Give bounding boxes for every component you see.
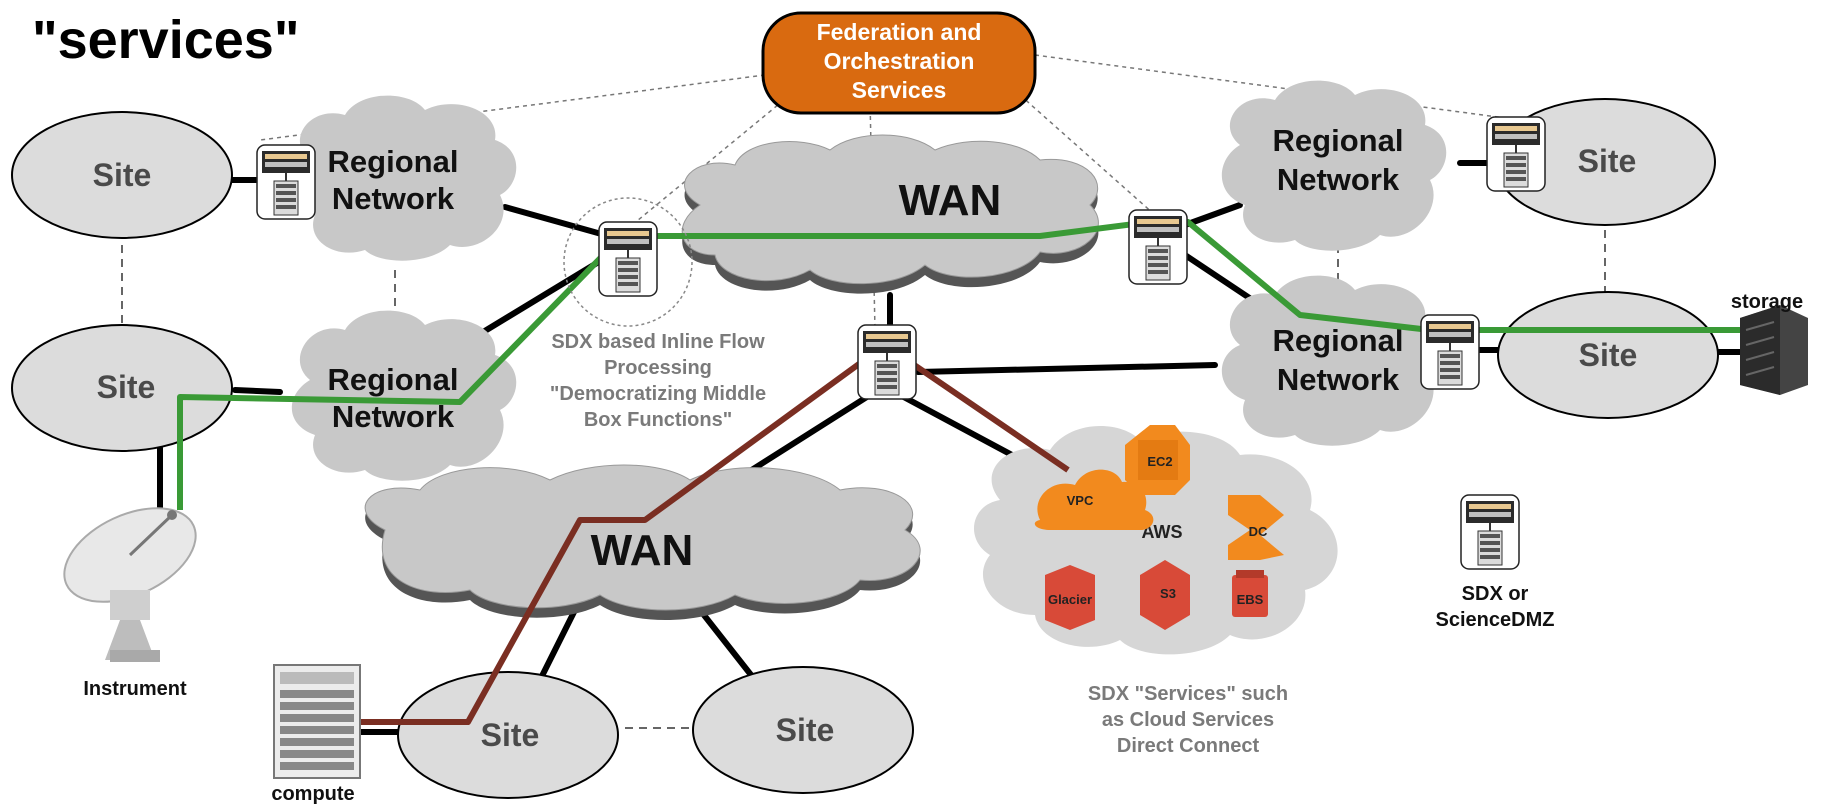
site-bottom-1: Site [397, 671, 619, 799]
svg-text:EC2: EC2 [1147, 454, 1172, 469]
page-title: "services" [32, 10, 299, 70]
site-bottom-2: Site [692, 666, 914, 794]
svg-text:SDX "Services" such: SDX "Services" such [1088, 683, 1288, 705]
svg-text:ScienceDMZ: ScienceDMZ [1436, 609, 1555, 631]
regional-cloud-tl [291, 95, 517, 261]
sdx-services-caption: SDX "Services" such as Cloud Services Di… [1088, 683, 1288, 757]
svg-text:Site: Site [776, 712, 835, 748]
svg-text:Orchestration: Orchestration [824, 48, 975, 74]
sdx-legend-icon [1460, 494, 1520, 570]
satellite-dish-icon [63, 507, 197, 662]
svg-text:Glacier: Glacier [1048, 592, 1092, 607]
svg-text:Regional: Regional [1273, 123, 1404, 158]
regional-network-mr-label: Regional Network [1273, 323, 1404, 397]
svg-text:EBS: EBS [1237, 592, 1264, 607]
svg-text:Regional: Regional [328, 362, 459, 397]
svg-text:Network: Network [332, 399, 455, 434]
svg-text:Site: Site [1579, 337, 1638, 373]
regional-network-ml-label: Regional Network [328, 362, 459, 434]
sdx-device [857, 324, 917, 400]
svg-text:Federation and: Federation and [817, 19, 982, 45]
svg-text:Site: Site [1578, 143, 1637, 179]
dashed-links [121, 230, 1606, 729]
vpc-icon: VPC [1034, 469, 1154, 530]
sdx-device [1128, 209, 1188, 285]
sdx-legend-caption: SDX or ScienceDMZ [1436, 583, 1555, 631]
svg-text:VPC: VPC [1067, 493, 1094, 508]
ebs-icon: EBS [1232, 570, 1268, 617]
svg-text:SDX or: SDX or [1462, 583, 1529, 605]
regional-network-tl-label: Regional Network [328, 144, 459, 216]
svg-text:DC: DC [1249, 524, 1268, 539]
svg-text:Direct Connect: Direct Connect [1117, 735, 1260, 757]
aws-services: AWS VPC EC2 DC Glacier S3 EBS [1034, 425, 1284, 630]
physical-links [157, 160, 1743, 735]
sdx-device [1420, 314, 1480, 390]
wan-bottom-label: WAN [591, 526, 694, 575]
svg-text:Regional: Regional [1273, 323, 1404, 358]
wan-cloud-bottom [364, 464, 921, 620]
federation-orchestration-box: Federation and Orchestration Services [761, 11, 1037, 115]
svg-text:Site: Site [93, 157, 152, 193]
regional-cloud-mr [1221, 275, 1447, 446]
sdx-device [598, 221, 658, 297]
site-mid-right: Site [1497, 291, 1719, 419]
glacier-icon: Glacier [1045, 565, 1095, 630]
svg-text:Processing: Processing [604, 357, 712, 379]
svg-text:Network: Network [1277, 162, 1400, 197]
svg-text:"Democratizing Middle: "Democratizing Middle [550, 383, 766, 405]
wan-top-label: WAN [899, 176, 1002, 225]
svg-text:as Cloud Services: as Cloud Services [1102, 709, 1274, 731]
instrument-label: Instrument [83, 678, 187, 700]
s3-icon: S3 [1140, 560, 1190, 630]
regional-network-tr-label: Regional Network [1273, 123, 1404, 197]
svg-text:Site: Site [97, 369, 156, 405]
svg-text:Services: Services [852, 77, 947, 103]
compute-label: compute [271, 783, 354, 804]
sdx-inline-caption: SDX based Inline Flow Processing "Democr… [550, 331, 766, 431]
regional-cloud-ml [291, 310, 517, 481]
dc-icon: DC [1228, 495, 1284, 560]
ec2-icon: EC2 [1125, 425, 1190, 495]
svg-text:Regional: Regional [328, 144, 459, 179]
sdx-device [256, 144, 316, 220]
svg-text:Network: Network [332, 181, 455, 216]
storage-label: storage [1731, 291, 1803, 313]
site-top-left: Site [11, 111, 233, 239]
svg-text:Network: Network [1277, 362, 1400, 397]
compute-server-icon [273, 664, 361, 779]
svg-text:SDX based Inline Flow: SDX based Inline Flow [551, 331, 765, 353]
regional-cloud-tr [1221, 80, 1447, 251]
svg-text:Box Functions": Box Functions" [584, 409, 732, 431]
site-mid-left: Site [11, 324, 233, 452]
wan-cloud-top [681, 134, 1099, 294]
sdx-device [1486, 116, 1546, 192]
aws-label: AWS [1141, 522, 1182, 542]
storage-rack-icon [1740, 305, 1808, 395]
svg-text:Site: Site [481, 717, 540, 753]
inline-flow-highlight [563, 197, 693, 327]
svg-text:S3: S3 [1160, 586, 1176, 601]
